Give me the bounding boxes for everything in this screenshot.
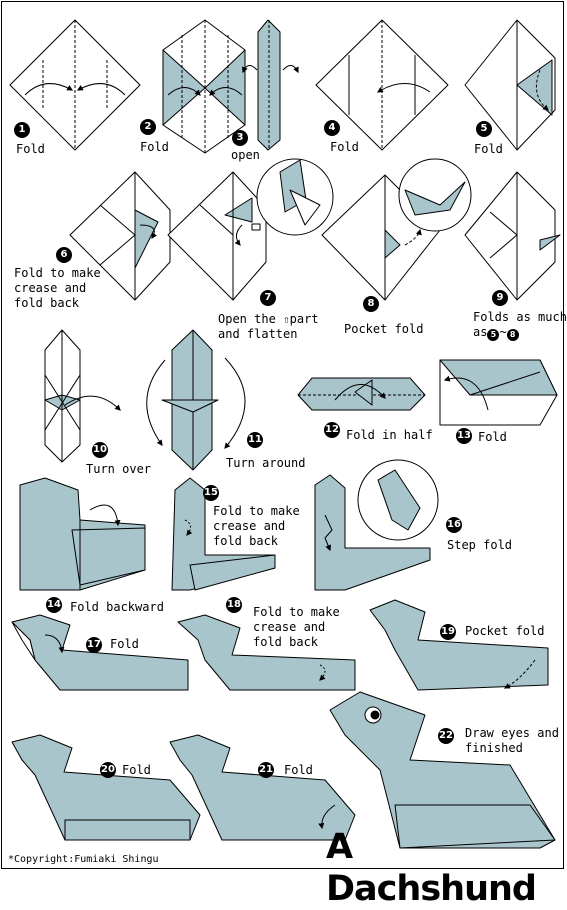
step-label-3: open xyxy=(231,148,260,162)
step17-drawing xyxy=(11,614,189,691)
step-label-22: Draw eyes and finished xyxy=(465,726,559,755)
step-number-19: 19 xyxy=(440,624,456,640)
step-number-16: 16 xyxy=(446,517,462,533)
step-number-2: 2 xyxy=(140,119,156,135)
step-label-1: Fold xyxy=(16,142,45,156)
step18-drawing xyxy=(177,614,356,691)
step-label-9-line1: Folds as much xyxy=(473,310,567,324)
step-label-15: Fold to make crease and fold back xyxy=(213,504,300,548)
step-label-9-prefix: as xyxy=(473,325,488,339)
step-ref-5: 5 xyxy=(487,329,500,341)
step-label-4: Fold xyxy=(330,140,359,154)
page-border xyxy=(1,1,564,869)
step-number-9: 9 xyxy=(492,290,508,306)
page-title: A Dachshund xyxy=(326,827,537,909)
step9-drawing xyxy=(464,171,561,301)
step13-drawing xyxy=(439,359,558,426)
origami-diagram-art xyxy=(9,19,561,849)
step12-drawing xyxy=(297,377,426,411)
step-label-18: Fold to make crease and fold back xyxy=(253,605,340,649)
step-number-1: 1 xyxy=(14,122,30,138)
step-label-12: Fold in half xyxy=(346,428,433,442)
step-number-10: 10 xyxy=(92,442,108,458)
step-label-5: Fold xyxy=(474,142,503,156)
step-ref-8: 8 xyxy=(506,329,519,341)
step16-drawing xyxy=(314,459,439,591)
step-number-18: 18 xyxy=(226,597,242,613)
step-number-5: 5 xyxy=(476,121,492,137)
step22-drawing xyxy=(329,691,556,849)
step3-drawing xyxy=(242,19,299,151)
step-number-22: 22 xyxy=(438,728,454,744)
step11-drawing xyxy=(146,329,246,471)
step-label-20: Fold xyxy=(122,763,151,777)
step-label-13: Fold xyxy=(478,430,507,444)
step-number-17: 17 xyxy=(86,637,102,653)
step-number-4: 4 xyxy=(324,120,340,136)
step21-drawing xyxy=(169,734,356,841)
step-number-20: 20 xyxy=(100,762,116,778)
step15-drawing xyxy=(171,477,276,591)
up-arrow-outline-icon: ⇧ xyxy=(283,313,290,326)
step6-drawing xyxy=(69,171,171,301)
step5-drawing xyxy=(464,19,556,151)
step-label-16: Step fold xyxy=(447,538,513,552)
step-number-7: 7 xyxy=(260,290,276,306)
step-label-7-after: part xyxy=(289,312,319,326)
step-label-11: Turn around xyxy=(226,456,306,470)
step8-drawing xyxy=(321,158,472,301)
step-number-6: 6 xyxy=(56,247,72,263)
step4-drawing xyxy=(315,19,449,151)
step10-drawing xyxy=(44,329,121,463)
step-number-21: 21 xyxy=(258,762,274,778)
step-label-8: Pocket fold xyxy=(344,322,424,336)
step-number-3: 3 xyxy=(232,130,248,146)
step2-drawing xyxy=(162,19,246,154)
step-label-17: Fold xyxy=(110,637,139,651)
step-number-12: 12 xyxy=(324,422,340,438)
step-label-2: Fold xyxy=(140,140,169,154)
step20-drawing xyxy=(11,734,201,841)
step7-drawing xyxy=(167,158,334,301)
step-label-7-line2: and flatten xyxy=(218,327,298,341)
step-label-6: Fold to make crease and fold back xyxy=(14,266,101,310)
step-number-13: 13 xyxy=(456,428,472,444)
step-label-19: Pocket fold xyxy=(465,624,545,638)
step-number-15: 15 xyxy=(203,485,219,501)
step-label-14: Fold backward xyxy=(70,600,164,614)
step19-drawing xyxy=(369,599,549,691)
step-label-9-sep: ~ xyxy=(499,325,507,339)
step1-drawing xyxy=(9,19,141,151)
copyright-notice: *Copyright:Fumiaki Shingu xyxy=(8,854,159,865)
step14-drawing xyxy=(19,477,146,591)
step-number-14: 14 xyxy=(46,597,62,613)
step-number-8: 8 xyxy=(363,296,379,312)
step-number-11: 11 xyxy=(247,432,263,448)
step-label-21: Fold xyxy=(284,763,313,777)
step-label-7-before: Open the xyxy=(218,312,276,326)
step-label-10: Turn over xyxy=(86,462,152,476)
